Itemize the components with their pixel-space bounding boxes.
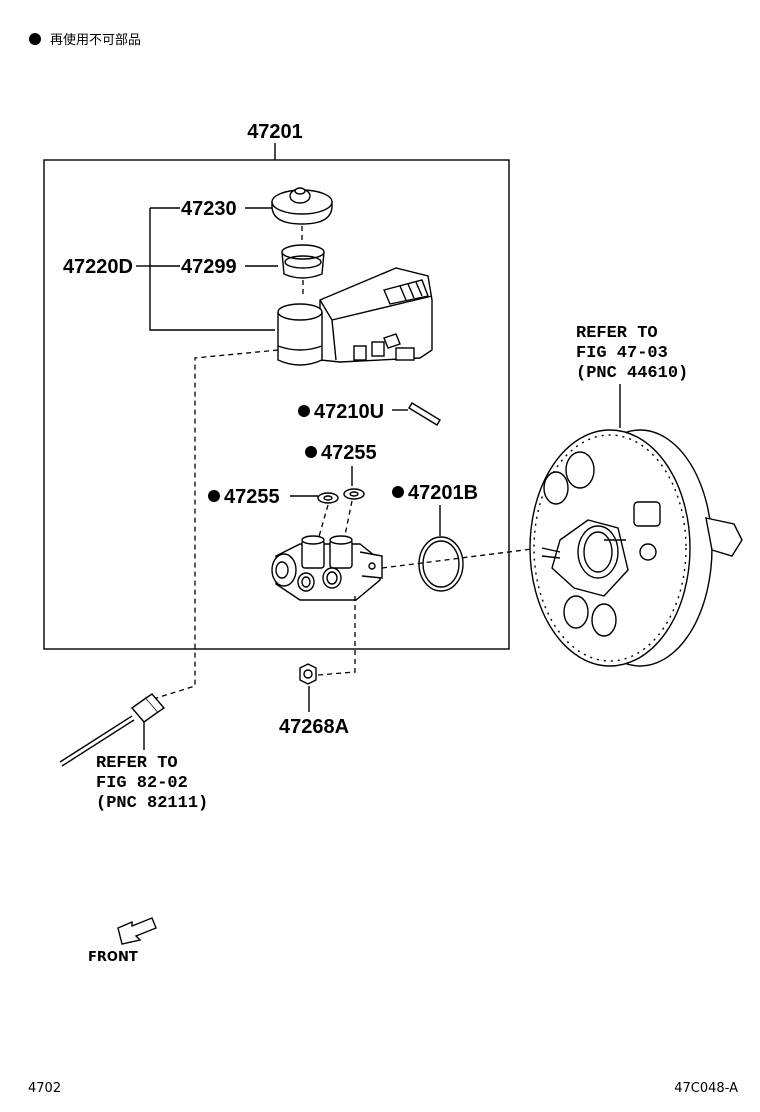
nut-drawing [299,663,317,685]
brake-booster-drawing [529,429,743,667]
front-arrow-icon [117,917,157,945]
booster-ref-line3: (PNC 44610) [576,364,688,383]
hose-ref-line1: REFER TO [96,754,178,773]
legend-text: 再使用不可部品 [50,32,141,48]
label-47255-lower: 47255 [224,486,280,508]
label-47255-upper: 47255 [321,442,377,464]
o-ring-drawing [418,536,464,592]
label-47210u: 47210U [314,401,384,423]
hose-ref-line2: FIG 82-02 [96,774,188,793]
hose-connection-dashline [149,349,279,701]
label-47299: 47299 [181,256,237,278]
front-label: FRONT [88,950,138,965]
non-reusable-bullet-icon [305,446,317,458]
label-47230: 47230 [181,198,237,220]
reservoir-bracket [149,208,275,331]
non-reusable-bullet-icon [29,33,41,45]
non-reusable-bullet-icon [392,486,404,498]
master-cylinder-drawing [271,535,383,601]
hose-ref-line3: (PNC 82111) [96,794,208,813]
grommet-upper-drawing [343,488,365,500]
label-47201b: 47201B [408,482,478,504]
label-47220d: 47220D [63,256,133,278]
assembly-frame [43,159,510,650]
pin-drawing [408,402,441,426]
footer-figure-code: 47C048-A [674,1081,738,1096]
label-47201: 47201 [247,121,303,143]
non-reusable-bullet-icon [208,490,220,502]
strainer-drawing [281,244,325,298]
grommet-lower-drawing [317,492,339,504]
booster-ref-line1: REFER TO [576,324,658,343]
booster-ref-line2: FIG 47-03 [576,344,668,363]
reservoir-cap-drawing [271,187,333,244]
label-47268a: 47268A [279,716,349,738]
reservoir-tank-drawing [277,267,433,366]
non-reusable-bullet-icon [298,405,310,417]
footer-page-number: 4702 [28,1081,61,1096]
brake-hose-drawing [59,693,166,767]
